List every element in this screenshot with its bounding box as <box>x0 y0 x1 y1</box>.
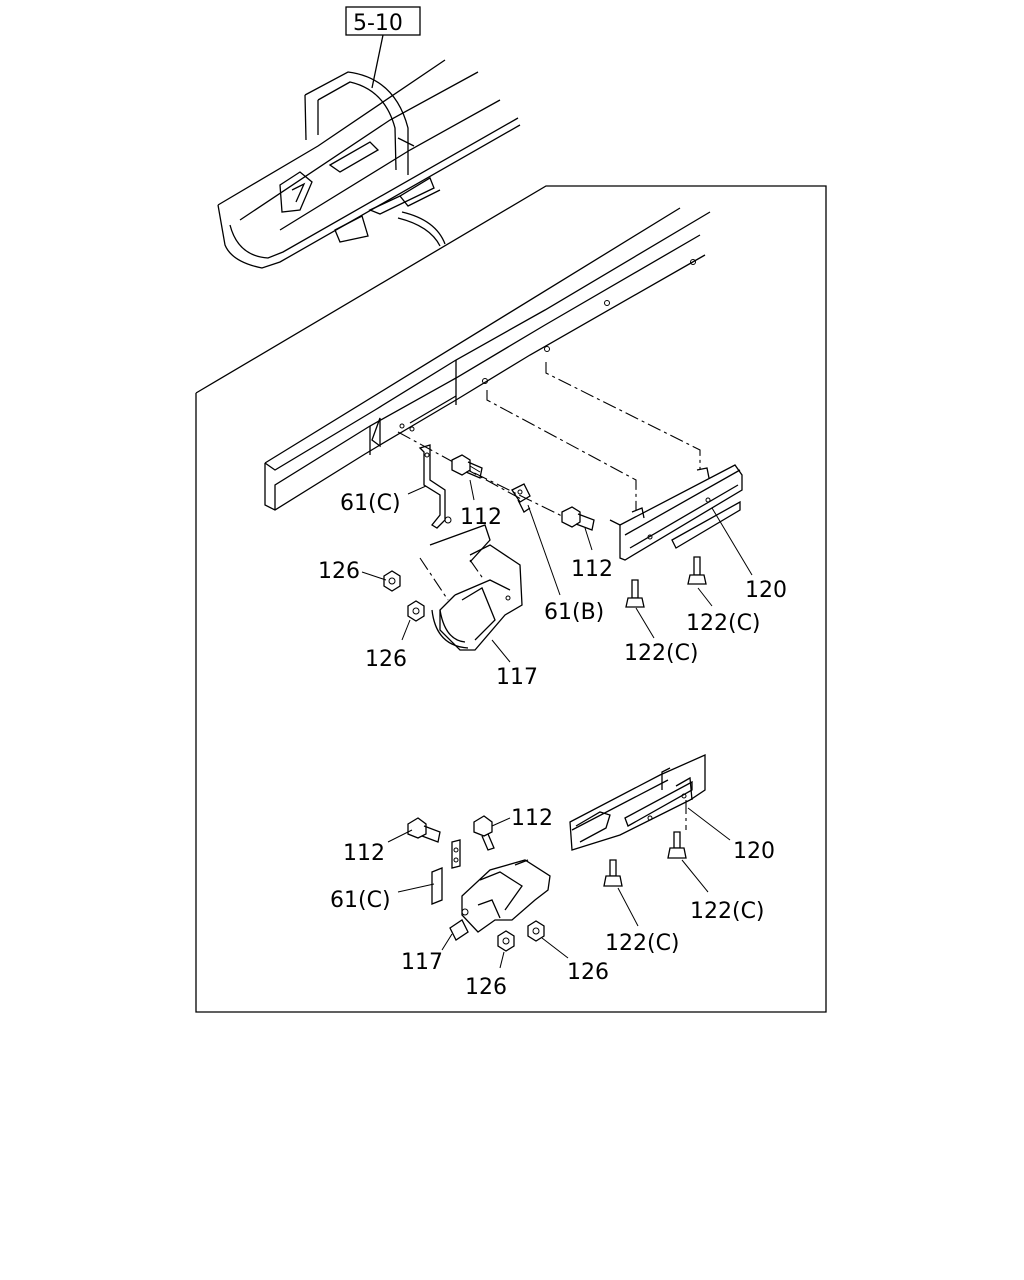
bolt-112-top-b <box>561 506 595 531</box>
bracket-61c-bottom <box>431 839 461 905</box>
reference-box-label: 5-10 <box>353 11 403 36</box>
bolt-122c-bottom-a <box>667 831 687 859</box>
tank-117-bottom <box>449 859 551 941</box>
part-labels: 61(C) 112 112 126 61(B) 126 117 120 122(… <box>318 491 787 1000</box>
leader-lines <box>397 362 701 601</box>
label-126-top-a: 126 <box>318 559 360 584</box>
bolt-122c-bottom-b <box>603 859 623 887</box>
nut-126-top-b <box>407 600 425 622</box>
nut-126-bottom-a <box>497 930 515 952</box>
label-120-top: 120 <box>745 578 787 603</box>
nut-126-bottom-b <box>527 920 545 942</box>
overview-frame-view: 5-10 <box>217 6 521 269</box>
label-122c-bottom-a: 122(C) <box>690 899 765 924</box>
label-61c-top: 61(C) <box>340 491 401 516</box>
label-117-bottom: 117 <box>401 950 443 975</box>
label-61b: 61(B) <box>544 600 604 625</box>
callout-lines-top <box>361 479 753 663</box>
label-120-bottom: 120 <box>733 839 775 864</box>
label-122c-top-a: 122(C) <box>686 611 761 636</box>
callout-lines-bottom <box>387 807 731 969</box>
bracket-61b <box>511 483 531 513</box>
bolt-122c-top-a <box>687 556 707 585</box>
label-126-bottom-a: 126 <box>465 975 507 1000</box>
tank-117-top <box>429 524 523 651</box>
bolt-112-bottom-b <box>473 815 495 851</box>
label-61c-bottom: 61(C) <box>330 888 391 913</box>
label-112-top-b: 112 <box>571 557 613 582</box>
label-122c-top-b: 122(C) <box>624 641 699 666</box>
reference-box <box>345 6 421 36</box>
label-112-top-a: 112 <box>460 505 502 530</box>
label-112-bottom-b: 112 <box>511 806 553 831</box>
bracket-120-bottom <box>569 753 706 851</box>
detail-frame <box>195 185 827 1013</box>
label-126-top-b: 126 <box>365 647 407 672</box>
label-112-bottom-a: 112 <box>343 841 385 866</box>
bracket-61c-top <box>418 444 452 529</box>
bracket-120-top <box>609 464 743 561</box>
label-122c-bottom-b: 122(C) <box>605 931 680 956</box>
label-126-bottom-b: 126 <box>567 960 609 985</box>
frame-rail <box>264 207 711 511</box>
bolt-112-top-a <box>451 454 483 479</box>
label-117-top: 117 <box>496 665 538 690</box>
bolt-122c-top-b <box>625 579 645 608</box>
nut-126-top-a <box>383 570 401 592</box>
bolt-112-bottom-a <box>407 817 441 843</box>
